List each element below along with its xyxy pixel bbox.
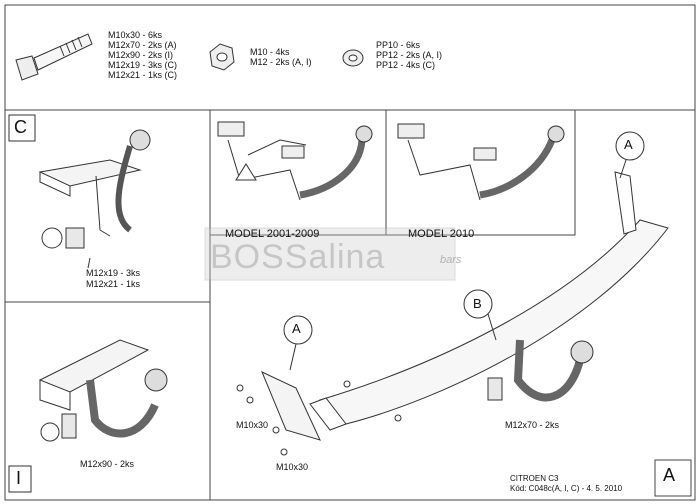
panel-c-bolt: M12x21 - 1ks: [86, 279, 141, 289]
outer-frame: [4, 4, 696, 501]
main-assembly-drawing: [236, 171, 669, 456]
panel-i-drawing: [8, 339, 168, 493]
bolt-line: M12x19 - 3ks (C): [108, 60, 178, 70]
watermark: [204, 227, 456, 281]
model-frame: [209, 109, 576, 236]
bolt-list: M10x30 - 6ks M12x70 - 2ks (A) M12x90 - 2…: [108, 30, 177, 80]
bolt-line: M12x70 - 2ks (A): [108, 40, 177, 50]
bolt-line: M12x21 - 1ks (C): [108, 70, 178, 80]
panel-a-label: A: [663, 465, 676, 485]
callout-a-left-label: A: [292, 321, 301, 336]
panel-i-label: I: [16, 468, 22, 488]
washer-icon: [342, 49, 364, 67]
model-2010-label: MODEL 2010: [408, 228, 475, 240]
washer-line: PP10 - 6ks: [376, 40, 421, 50]
callout-a-top: [615, 131, 645, 179]
vehicle-label: CITROEN C3: [510, 474, 559, 483]
model-2010-drawing: [397, 123, 565, 201]
panel-c-bolts: M12x19 - 3ks M12x21 - 1ks: [86, 268, 140, 290]
panel-c-drawing: [8, 114, 151, 269]
callout-a-top-label: A: [624, 137, 633, 152]
washer-line: PP12 - 4ks (C): [376, 60, 436, 70]
callout-b: [463, 289, 497, 341]
model-2001-drawing: [217, 121, 373, 201]
bolt-icon: [15, 33, 93, 81]
bolt-m10b-label: M10x30: [276, 462, 309, 472]
code-label: Kód: C048c(A, I, C) - 4. 5. 2010: [510, 484, 623, 493]
watermark-sub: bars: [440, 254, 462, 266]
nut-icon: [209, 43, 235, 71]
bolt-m10-label: M10x30: [236, 420, 269, 430]
washer-list: PP10 - 6ks PP12 - 2ks (A, I) PP12 - 4ks …: [376, 40, 442, 70]
callout-a-left: [283, 315, 313, 371]
bolt-line: M12x90 - 2ks (I): [108, 50, 174, 60]
panel-c-label: C: [14, 117, 27, 137]
callout-b-label: B: [473, 296, 482, 311]
nut-list: M10 - 4ks M12 - 2ks (A, I): [250, 47, 312, 67]
bolt-m12x70-label: M12x70 - 2ks: [505, 420, 560, 430]
bolt-line: M10x30 - 6ks: [108, 30, 163, 40]
panel-c-bolt: M12x19 - 3ks: [86, 268, 141, 278]
panel-i-bolt: M12x90 - 2ks: [80, 459, 135, 469]
model-2001-label: MODEL 2001-2009: [225, 228, 320, 240]
nut-line: M12 - 2ks (A, I): [250, 57, 312, 67]
nut-line: M10 - 4ks: [250, 47, 290, 57]
watermark-brand: BOSSalina: [210, 238, 386, 276]
panel-a-box: [654, 459, 692, 497]
washer-line: PP12 - 2ks (A, I): [376, 50, 443, 60]
